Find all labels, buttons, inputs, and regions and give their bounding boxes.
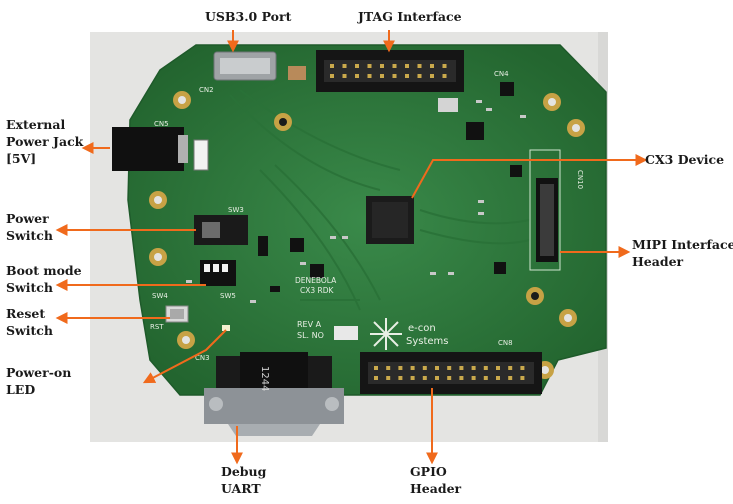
boot-mode-switch bbox=[200, 260, 236, 286]
header-pin bbox=[435, 376, 439, 380]
header-pin bbox=[447, 366, 452, 370]
silk-cn4: CN4 bbox=[494, 70, 509, 78]
header-pin bbox=[508, 366, 513, 370]
silk-uart-code: 1244 bbox=[259, 366, 270, 391]
header-pin bbox=[417, 64, 422, 68]
header-pin bbox=[447, 376, 452, 380]
header-pin bbox=[417, 74, 422, 78]
header-pin bbox=[405, 64, 409, 68]
silk-rev: REV A bbox=[297, 320, 322, 329]
label-usb3-port: USB3.0 Port bbox=[205, 9, 292, 24]
label-power-switch: Power Switch bbox=[6, 211, 54, 243]
silk-brand-2: Systems bbox=[406, 336, 449, 347]
silk-cn10: CN10 bbox=[576, 170, 584, 189]
arrow-cx3 bbox=[411, 154, 648, 199]
header-pin bbox=[392, 64, 397, 68]
header-pin bbox=[442, 74, 447, 78]
silk-brand-1: e-con bbox=[408, 323, 436, 334]
usb3-port bbox=[213, 51, 306, 81]
label-power-on-led: Power-on LED bbox=[6, 365, 72, 397]
cx3-chip bbox=[366, 196, 414, 244]
label-reset-switch: Reset Switch bbox=[6, 306, 54, 338]
silk-cn3: CN3 bbox=[195, 354, 210, 362]
header-pin bbox=[398, 376, 403, 380]
gpio-header bbox=[360, 352, 542, 394]
silk-rst: RST bbox=[150, 323, 164, 331]
power-jack bbox=[112, 127, 209, 171]
header-pin bbox=[330, 64, 334, 68]
label-jtag-interface: JTAG Interface bbox=[358, 9, 462, 24]
header-pin bbox=[374, 366, 378, 370]
label-cx3-device: CX3 Device bbox=[645, 152, 725, 167]
mounting-holes bbox=[149, 91, 585, 379]
header-pin bbox=[422, 366, 427, 370]
header-pin bbox=[483, 376, 488, 380]
header-pin bbox=[342, 64, 347, 68]
silk-cn5: CN5 bbox=[154, 120, 169, 128]
header-pin bbox=[496, 366, 500, 370]
power-led bbox=[222, 325, 230, 331]
reset-switch bbox=[165, 305, 189, 323]
power-switch bbox=[194, 215, 248, 245]
jtag-header bbox=[316, 50, 464, 92]
silk-cn2: CN2 bbox=[199, 86, 214, 94]
silk-sw4: SW4 bbox=[152, 292, 168, 300]
label-mipi-interface-header: MIPI Interface Header bbox=[632, 237, 733, 269]
silk-sw5: SW5 bbox=[220, 292, 236, 300]
header-pin bbox=[471, 376, 476, 380]
header-pin bbox=[405, 74, 409, 78]
header-pin bbox=[410, 366, 415, 370]
header-pin bbox=[367, 64, 372, 68]
header-pin bbox=[355, 64, 359, 68]
silk-board-name-1: DENEBOLA bbox=[295, 276, 337, 285]
silk-cn8: CN8 bbox=[498, 339, 513, 347]
header-pin bbox=[380, 64, 384, 68]
header-pin bbox=[392, 74, 397, 78]
header-pin bbox=[483, 366, 488, 370]
arrow-power-led bbox=[142, 329, 227, 384]
header-pin bbox=[374, 376, 378, 380]
label-debug-uart: Debug UART bbox=[221, 464, 267, 496]
label-boot-mode-switch: Boot mode Switch bbox=[6, 263, 82, 295]
header-pin bbox=[430, 64, 434, 68]
header-pin bbox=[380, 74, 384, 78]
header-pin bbox=[520, 376, 525, 380]
econ-logo bbox=[370, 318, 402, 350]
mipi-header bbox=[529, 149, 561, 271]
header-pin bbox=[367, 74, 372, 78]
header-pin bbox=[442, 64, 447, 68]
pcb-traces bbox=[229, 89, 531, 311]
header-pin bbox=[330, 74, 334, 78]
header-pin bbox=[355, 74, 359, 78]
header-pin bbox=[342, 74, 347, 78]
header-pin bbox=[422, 376, 427, 380]
header-pin bbox=[386, 376, 391, 380]
misc-components bbox=[258, 82, 522, 340]
header-pin bbox=[520, 366, 525, 370]
header-pin bbox=[410, 376, 415, 380]
header-pin bbox=[398, 366, 403, 370]
silk-board-name-2: CX3 RDK bbox=[300, 286, 335, 295]
debug-uart-connector bbox=[204, 352, 344, 436]
header-pin bbox=[459, 366, 464, 370]
header-pin bbox=[435, 366, 439, 370]
header-pin bbox=[459, 376, 464, 380]
label-external-power-jack: External Power Jack [5V] bbox=[6, 117, 84, 166]
label-gpio-header: GPIO Header bbox=[410, 464, 462, 496]
callout-arrows bbox=[55, 30, 648, 465]
header-pin bbox=[430, 74, 434, 78]
silk-sl-no: SL. NO bbox=[297, 331, 324, 340]
header-pin bbox=[386, 366, 391, 370]
silk-sw3: SW3 bbox=[228, 206, 244, 214]
header-pin bbox=[471, 366, 476, 370]
header-pin bbox=[496, 376, 500, 380]
header-pin bbox=[508, 376, 513, 380]
